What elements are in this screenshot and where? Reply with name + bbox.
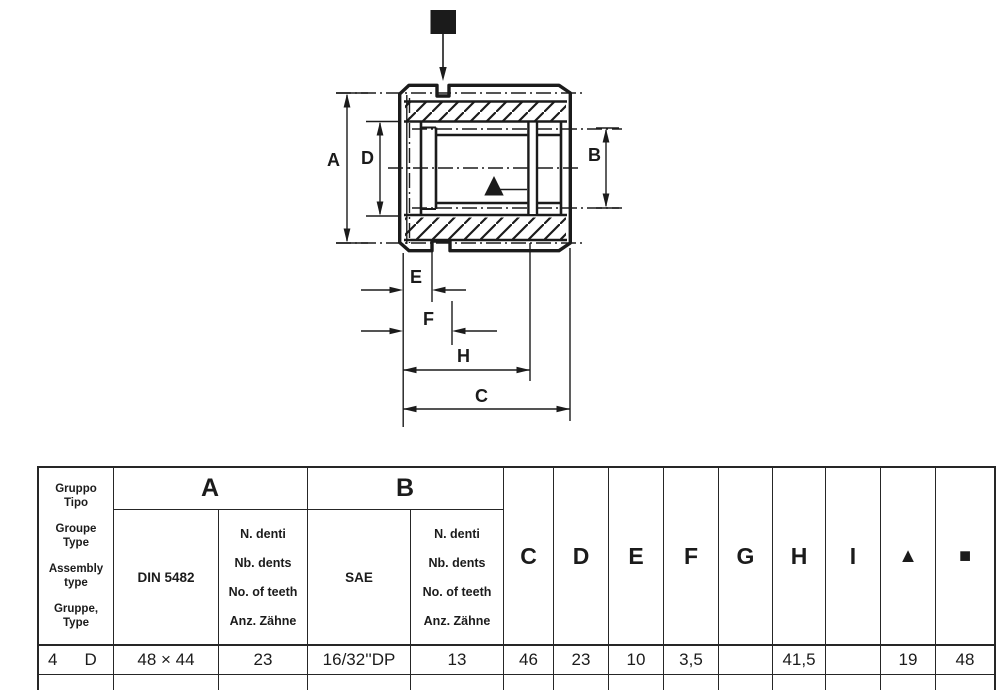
dim-f <box>361 327 497 335</box>
header-b: B <box>308 468 504 510</box>
cell-square-value: 48 <box>936 646 994 675</box>
dim-f-label: F <box>423 309 434 329</box>
cell-type-value: D <box>84 650 97 669</box>
partial-row-cell <box>411 675 504 690</box>
header-col-h: H <box>773 468 826 646</box>
partial-row-cell <box>39 675 114 690</box>
header-col-d: D <box>554 468 609 646</box>
header-din-5482: DIN 5482 <box>114 510 219 646</box>
cell-triangle-value: 19 <box>881 646 936 675</box>
cell-h: 41,5 <box>773 646 826 675</box>
partial-row-cell <box>504 675 554 690</box>
partial-row-cell <box>719 675 773 690</box>
cell-c: 46 <box>504 646 554 675</box>
dim-c-label: C <box>475 386 488 406</box>
partial-row-cell <box>826 675 881 690</box>
header-col-f: F <box>664 468 719 646</box>
cell-din-teeth: 23 <box>219 646 308 675</box>
header-col-square-icon: ■ <box>936 468 994 646</box>
partial-row-cell <box>308 675 411 690</box>
cell-sae-teeth: 13 <box>411 646 504 675</box>
cell-g <box>719 646 773 675</box>
dim-b <box>596 127 619 209</box>
header-a: A <box>114 468 308 510</box>
header-col-triangle-icon: ▲ <box>881 468 936 646</box>
extension-lines <box>402 243 571 427</box>
dim-d <box>366 120 398 217</box>
dim-b-label: B <box>588 145 601 165</box>
part-body <box>398 83 572 253</box>
dim-e-label: E <box>410 267 422 287</box>
header-col-g: G <box>719 468 773 646</box>
partial-row-cell <box>881 675 936 690</box>
coupling-section-drawing: A D B <box>327 10 622 427</box>
cell-group-type: 4 D <box>39 646 114 675</box>
partial-row-cell <box>664 675 719 690</box>
outer-profile <box>398 83 572 253</box>
header-sae: SAE <box>308 510 411 646</box>
cell-din-value: 48 × 44 <box>114 646 219 675</box>
dim-h <box>403 366 530 374</box>
dim-a-label: A <box>327 150 340 170</box>
partial-row-cell <box>609 675 664 690</box>
cell-f: 3,5 <box>664 646 719 675</box>
cell-d: 23 <box>554 646 609 675</box>
header-col-c: C <box>504 468 554 646</box>
header-col-e: E <box>609 468 664 646</box>
triangle-datum-icon <box>484 176 527 196</box>
header-teeth-b: N. denti Nb. dents No. of teeth Anz. Zäh… <box>411 510 504 646</box>
cell-sae-value: 16/32''DP <box>308 646 411 675</box>
header-col-i: I <box>826 468 881 646</box>
dim-c <box>403 405 570 413</box>
partial-row-cell <box>219 675 308 690</box>
dim-h-label: H <box>457 346 470 366</box>
cell-e: 10 <box>609 646 664 675</box>
partial-row-cell <box>936 675 994 690</box>
hatch-top-band <box>405 102 566 121</box>
hatch-bottom-band <box>405 217 566 239</box>
partial-row-cell <box>773 675 826 690</box>
ring-groove <box>527 121 539 216</box>
partial-row-cell <box>554 675 609 690</box>
dim-e <box>361 286 466 294</box>
dim-a <box>336 92 368 244</box>
dim-d-label: D <box>361 148 374 168</box>
square-datum-icon <box>430 10 456 81</box>
cell-group-value: 4 <box>48 650 58 669</box>
partial-row-cell <box>114 675 219 690</box>
cell-i <box>826 646 881 675</box>
header-teeth-a: N. denti Nb. dents No. of teeth Anz. Zäh… <box>219 510 308 646</box>
